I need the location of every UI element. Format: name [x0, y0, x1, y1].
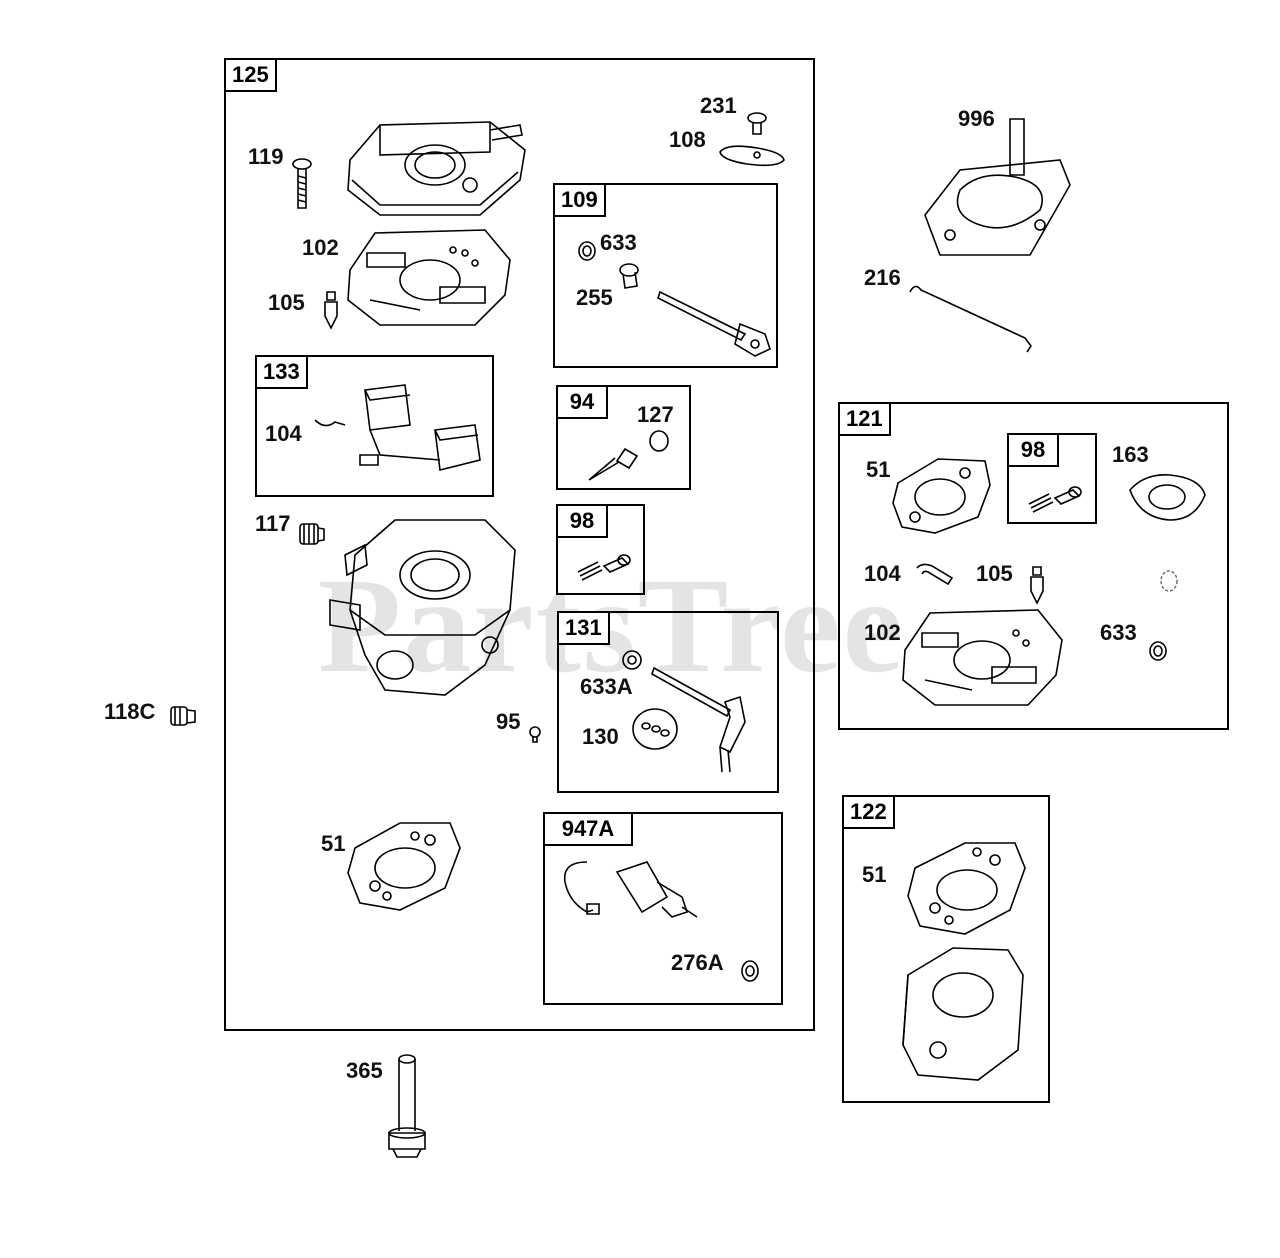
needle-105-part[interactable] [320, 290, 342, 330]
frame-121: 121 [838, 402, 1229, 730]
link-216-part[interactable] [905, 280, 1040, 355]
needle-105-kit-part[interactable] [1025, 565, 1049, 605]
callout-51[interactable]: 51 [321, 831, 346, 856]
frame-label-947A[interactable]: 947A [543, 812, 633, 846]
gasket-51-kit-part[interactable] [890, 455, 995, 535]
screw-231-part[interactable] [745, 112, 769, 138]
washer-276A-part[interactable] [739, 958, 761, 984]
frame-125: 125 [224, 58, 815, 1031]
choke-shaft-part[interactable] [650, 662, 750, 777]
frame-98-right: 98 [1007, 433, 1097, 524]
plate-108-part[interactable] [717, 140, 787, 170]
needle-valve-part[interactable] [585, 444, 645, 484]
frame-label-133[interactable]: 133 [255, 355, 308, 389]
callout-104-kit[interactable]: 104 [864, 561, 901, 586]
frame-94: 94 [556, 385, 691, 490]
frame-947A: 947A [543, 812, 783, 1005]
callout-105[interactable]: 105 [268, 290, 305, 315]
bushing-255-part[interactable] [616, 262, 646, 292]
gasket-102-part[interactable] [345, 225, 515, 330]
frame-109: 109 [553, 183, 778, 368]
frame-label-94[interactable]: 94 [556, 385, 608, 419]
callout-51-122[interactable]: 51 [862, 862, 887, 887]
callout-108[interactable]: 108 [669, 127, 706, 152]
callout-276A[interactable]: 276A [671, 950, 724, 975]
screw-95-part[interactable] [527, 726, 543, 744]
washer-633-part[interactable] [576, 240, 598, 262]
frame-label-121[interactable]: 121 [838, 402, 891, 436]
bolt-365-part[interactable] [385, 1053, 430, 1163]
callout-633-kit[interactable]: 633 [1100, 620, 1137, 645]
plug-118C-part[interactable] [168, 703, 198, 731]
solenoid-947A-part[interactable] [557, 852, 702, 927]
spacer-block-part[interactable] [898, 940, 1028, 1085]
choke-plate-130-part[interactable] [630, 704, 680, 754]
callout-163[interactable]: 163 [1112, 442, 1149, 467]
callout-365[interactable]: 365 [346, 1058, 383, 1083]
carburetor-cover-part[interactable] [340, 110, 530, 225]
washer-633-kit-part[interactable] [1147, 640, 1169, 662]
frame-label-98-inner[interactable]: 98 [556, 504, 608, 538]
gasket-163-part[interactable] [1125, 470, 1210, 525]
oring-127-part[interactable] [647, 428, 671, 454]
frame-133: 133 [255, 355, 494, 497]
callout-255[interactable]: 255 [576, 285, 613, 310]
callout-130[interactable]: 130 [582, 724, 619, 749]
frame-label-125[interactable]: 125 [224, 58, 277, 92]
callout-51-kit[interactable]: 51 [866, 457, 891, 482]
screw-spring-98-part[interactable] [574, 550, 634, 585]
gasket-51-part[interactable] [345, 818, 465, 913]
callout-95[interactable]: 95 [496, 709, 521, 734]
callout-216[interactable]: 216 [864, 265, 901, 290]
frame-131: 131 [557, 611, 779, 793]
throttle-shaft-part[interactable] [655, 284, 775, 364]
washer-633A-part[interactable] [620, 648, 644, 672]
frame-122: 122 [842, 795, 1050, 1103]
callout-102-kit[interactable]: 102 [864, 620, 901, 645]
frame-98-inner: 98 [556, 504, 645, 595]
callout-117[interactable]: 117 [255, 511, 291, 536]
callout-127[interactable]: 127 [637, 402, 674, 427]
callout-231[interactable]: 231 [700, 93, 737, 118]
frame-label-122[interactable]: 122 [842, 795, 895, 829]
callout-633A[interactable]: 633A [580, 674, 633, 699]
callout-996[interactable]: 996 [958, 106, 995, 131]
callout-105-kit[interactable]: 105 [976, 561, 1013, 586]
callout-633[interactable]: 633 [600, 230, 637, 255]
pin-104-kit-part[interactable] [912, 560, 957, 590]
frame-label-98-right[interactable]: 98 [1007, 433, 1059, 467]
plug-117-part[interactable] [298, 520, 326, 550]
frame-label-131[interactable]: 131 [557, 611, 610, 645]
governor-plate-996-part[interactable] [920, 115, 1075, 265]
callout-118C[interactable]: 118C [104, 699, 156, 724]
screw-spring-98-kit-part[interactable] [1025, 482, 1085, 517]
float-133-part[interactable] [310, 380, 490, 490]
gasket-102-kit-part[interactable] [900, 605, 1065, 710]
callout-119[interactable]: 119 [248, 144, 284, 169]
clip-kit-part[interactable] [1158, 568, 1180, 594]
gasket-51-122-part[interactable] [905, 838, 1030, 938]
callout-102[interactable]: 102 [302, 235, 339, 260]
callout-104[interactable]: 104 [265, 421, 302, 446]
carburetor-body-part[interactable] [325, 515, 525, 700]
screw-119-part[interactable] [290, 158, 314, 213]
frame-label-109[interactable]: 109 [553, 183, 606, 217]
